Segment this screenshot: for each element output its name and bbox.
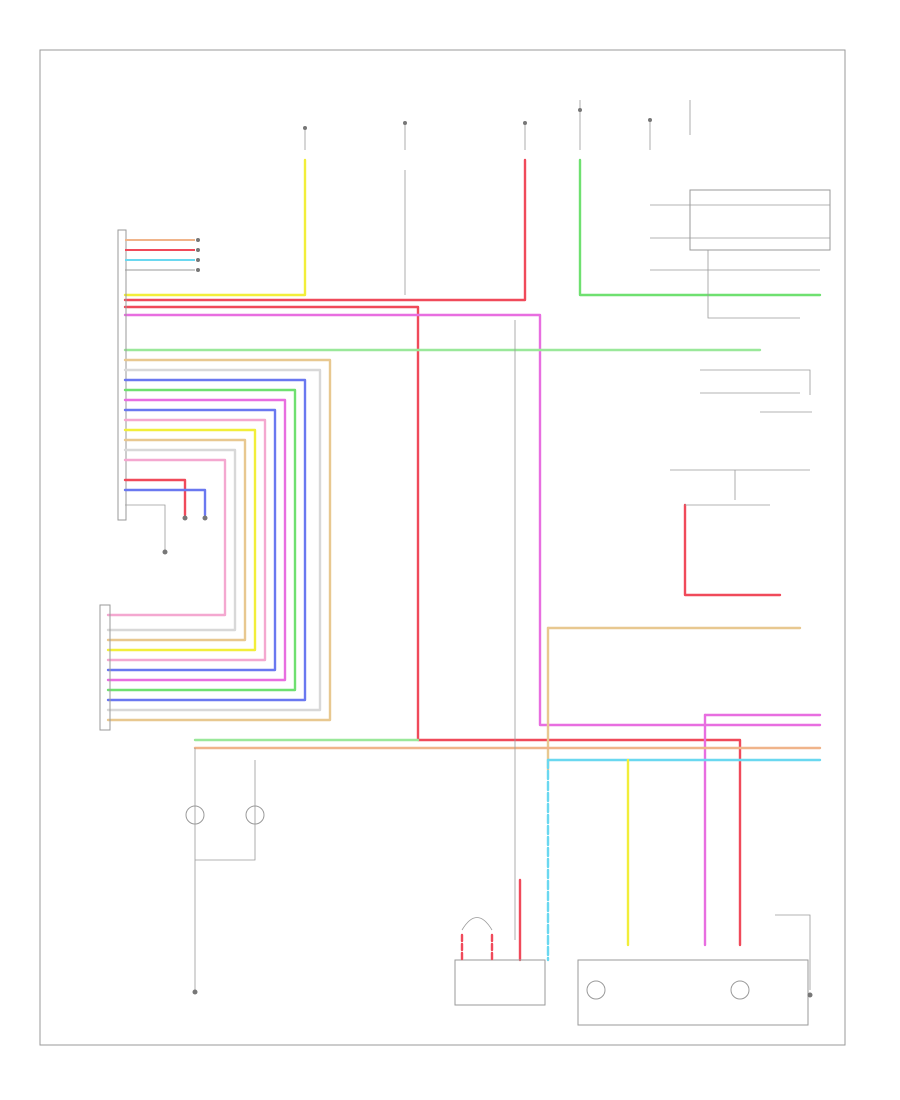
right-lamp-group [546, 469, 810, 772]
left-harness-group [117, 229, 200, 521]
power-source-group [303, 100, 691, 150]
diagram-frame [39, 49, 846, 1046]
wire-group-main [123, 158, 822, 947]
combination-switch-bundle [99, 358, 332, 731]
right-switch-group [650, 189, 831, 413]
bottom-harness-group [185, 320, 822, 1026]
